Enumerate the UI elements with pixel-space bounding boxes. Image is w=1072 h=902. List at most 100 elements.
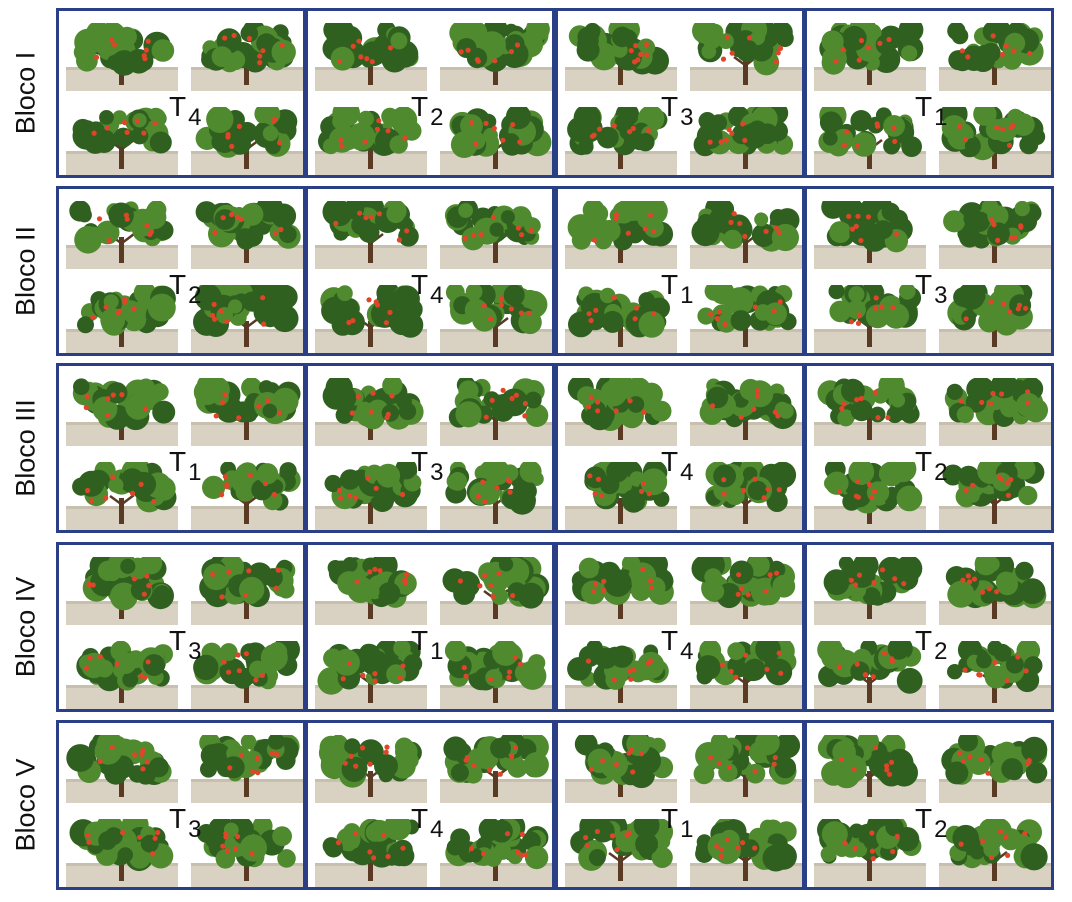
plot-cell: T1	[804, 8, 1054, 178]
treatment-letter: T	[411, 91, 429, 122]
treatment-label: T3	[411, 448, 443, 485]
treatment-number: 2	[430, 104, 444, 131]
tree-photo	[191, 201, 303, 269]
treatment-number: 3	[430, 459, 444, 486]
treatment-letter: T	[169, 269, 187, 300]
tree-photo	[440, 735, 552, 803]
tree-photo	[939, 735, 1051, 803]
treatment-label: T2	[915, 448, 947, 485]
plot-cell: T1	[555, 186, 805, 356]
tree-photo	[814, 462, 926, 530]
plot-cell: T3	[56, 542, 306, 712]
plot-cell: T2	[804, 542, 1054, 712]
treatment-number: 4	[188, 104, 202, 131]
treatment-letter: T	[411, 269, 429, 300]
tree-photo	[315, 285, 427, 353]
tree-photo	[66, 285, 178, 353]
plot-cell: T2	[305, 8, 555, 178]
treatment-label: T2	[169, 271, 201, 308]
treatment-label: T3	[169, 627, 201, 664]
block-label-text: Bloco III	[10, 399, 41, 497]
tree-photo	[814, 641, 926, 709]
treatment-letter: T	[661, 91, 679, 122]
tree-photo	[939, 107, 1051, 175]
tree-photo	[814, 819, 926, 887]
treatment-label: T4	[661, 627, 693, 664]
treatment-letter: T	[169, 803, 187, 834]
treatment-number: 4	[430, 816, 444, 843]
tree-photo	[440, 819, 552, 887]
block-row: Bloco I T4	[0, 8, 1072, 178]
tree-photo	[690, 107, 802, 175]
treatment-label: T1	[661, 271, 693, 308]
tree-photo	[191, 23, 303, 91]
treatment-number: 2	[188, 282, 202, 309]
block-label: Bloco III	[0, 363, 52, 533]
tree-photo	[690, 735, 802, 803]
treatment-label: T4	[411, 271, 443, 308]
tree-photo	[814, 23, 926, 91]
treatment-number: 2	[934, 459, 948, 486]
treatment-label: T1	[169, 448, 201, 485]
treatment-letter: T	[661, 269, 679, 300]
tree-photo	[66, 557, 178, 625]
treatment-letter: T	[411, 803, 429, 834]
treatment-letter: T	[411, 446, 429, 477]
tree-photo	[939, 819, 1051, 887]
plot-cell: T4	[555, 363, 805, 533]
block-row: Bloco II T2	[0, 186, 1072, 356]
treatment-letter: T	[169, 91, 187, 122]
plot-cell: T4	[305, 720, 555, 890]
tree-photo	[66, 641, 178, 709]
tree-photo	[315, 819, 427, 887]
treatment-number: 4	[680, 638, 694, 665]
tree-photo	[565, 378, 677, 446]
tree-photo	[191, 378, 303, 446]
treatment-number: 4	[680, 459, 694, 486]
treatment-label: T3	[169, 805, 201, 842]
treatment-letter: T	[411, 625, 429, 656]
treatment-label: T3	[661, 93, 693, 130]
treatment-number: 1	[430, 638, 444, 665]
plot-cell: T2	[56, 186, 306, 356]
tree-photo	[565, 735, 677, 803]
block-label: Bloco V	[0, 720, 52, 890]
block-label: Bloco IV	[0, 542, 52, 712]
tree-photo	[690, 557, 802, 625]
tree-photo	[440, 641, 552, 709]
treatment-letter: T	[915, 91, 933, 122]
tree-photo	[939, 378, 1051, 446]
block-label: Bloco I	[0, 8, 52, 178]
treatment-label: T4	[169, 93, 201, 130]
tree-photo	[315, 641, 427, 709]
treatment-letter: T	[915, 269, 933, 300]
tree-photo	[814, 378, 926, 446]
tree-photo	[939, 462, 1051, 530]
treatment-number: 3	[188, 638, 202, 665]
tree-photo	[191, 819, 303, 887]
plot-cell: T3	[305, 363, 555, 533]
treatment-number: 1	[188, 459, 202, 486]
tree-photo	[440, 201, 552, 269]
treatment-number: 1	[680, 816, 694, 843]
tree-photo	[814, 107, 926, 175]
treatment-label: T3	[915, 271, 947, 308]
tree-photo	[690, 23, 802, 91]
treatment-number: 4	[430, 282, 444, 309]
treatment-letter: T	[661, 803, 679, 834]
treatment-label: T1	[411, 627, 443, 664]
tree-photo	[690, 285, 802, 353]
tree-photo	[191, 735, 303, 803]
tree-photo	[690, 378, 802, 446]
tree-photo	[191, 557, 303, 625]
tree-photo	[939, 23, 1051, 91]
tree-photo	[814, 201, 926, 269]
tree-photo	[66, 462, 178, 530]
treatment-letter: T	[661, 446, 679, 477]
block-label: Bloco II	[0, 186, 52, 356]
tree-photo	[315, 462, 427, 530]
block-label-text: Bloco I	[10, 51, 41, 135]
tree-photo	[690, 462, 802, 530]
treatment-letter: T	[915, 803, 933, 834]
tree-photo	[565, 819, 677, 887]
